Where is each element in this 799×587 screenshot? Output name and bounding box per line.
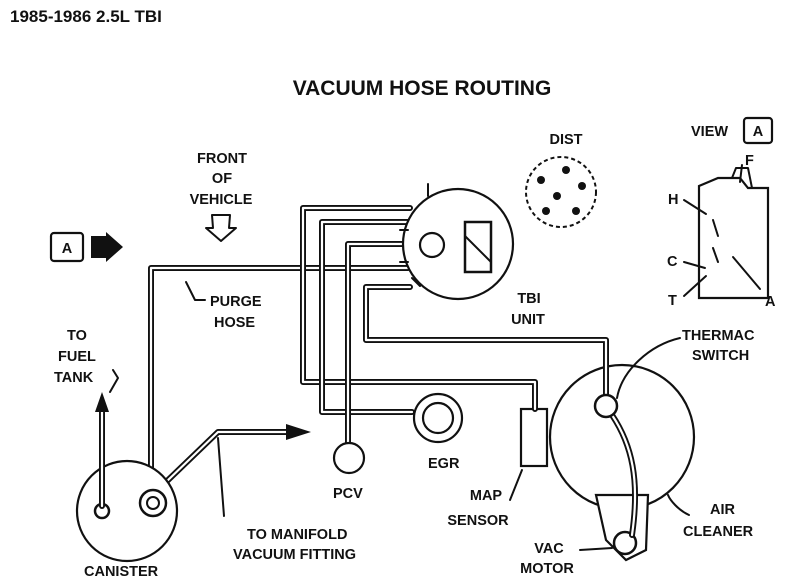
view-a-detail-box [742,116,774,145]
thermac-switch [593,393,619,419]
view-label: VIEW [691,124,728,140]
front-label-line2: OF [212,171,232,187]
port-label-h: H [668,192,678,208]
dist-label: DIST [549,132,582,148]
fuel-tank-arrow-icon [95,392,109,412]
egr-label: EGR [428,456,460,472]
vac-motor-label-line1: VAC [534,541,564,557]
view-a-indicator-letter: A [62,241,73,257]
fuel-tank-leader [109,369,119,393]
map-sensor [519,407,549,468]
pcv-label: PCV [333,486,363,502]
diagram-title: VACUUM HOSE ROUTING [293,77,552,100]
air-cleaner-leader [667,494,690,516]
port-label-f: F [745,153,754,169]
vacuum-hoses [148,205,639,538]
manifold-label-line1: TO MANIFOLD [247,527,347,543]
manifold-leader [217,437,225,517]
map-label-line1: MAP [470,488,503,504]
egr-valve [412,392,464,444]
vac-motor-leader [579,547,613,551]
fuel-tank-label-line3: TANK [54,370,94,386]
port-label-a: A [765,294,776,310]
view-a-indicator: A [49,231,123,263]
air-cleaner-label-line2: CLEANER [683,524,754,540]
fuel-tank-label-line2: FUEL [58,349,96,365]
thermac-label-line2: SWITCH [692,348,749,364]
view-direction-arrow-icon [91,232,123,262]
air-cleaner-label-line1: AIR [710,502,736,518]
canister-label: CANISTER [84,564,159,580]
port-label-t: T [668,293,677,309]
purge-label-line1: PURGE [210,294,262,310]
tbi-label-line1: TBI [517,291,540,307]
purge-label-line2: HOSE [214,315,255,331]
pcv-valve [332,441,366,475]
canister [75,407,179,563]
purge-leader [185,281,206,301]
tbi-label-line2: UNIT [511,312,545,328]
air-cleaner [548,363,696,562]
map-leader [509,469,523,501]
distributor-cap [525,156,597,228]
manifold-arrow-icon [286,424,311,440]
front-arrow-icon [205,214,237,242]
view-a-detail-letter: A [753,124,764,140]
thermac-switch-detail [683,164,770,300]
tbi-unit [399,183,515,301]
front-label-line3: VEHICLE [190,192,253,208]
model-heading: 1985-1986 2.5L TBI [10,7,162,26]
thermac-label-line1: THERMAC [682,328,755,344]
vac-motor-label-line2: MOTOR [520,561,574,577]
front-label-line1: FRONT [197,151,247,167]
map-label-line2: SENSOR [447,513,509,529]
manifold-label-line2: VACUUM FITTING [233,547,356,563]
fuel-tank-label-line1: TO [67,328,87,344]
thermac-leader [616,337,681,399]
port-label-c: C [667,254,678,270]
